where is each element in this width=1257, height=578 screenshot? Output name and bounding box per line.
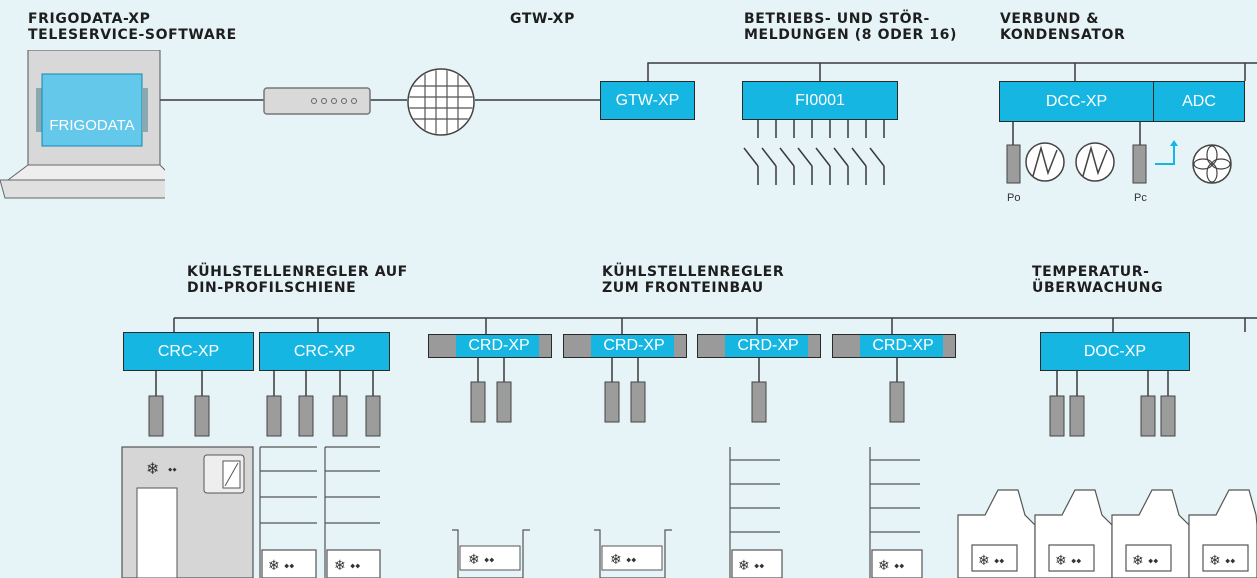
heading-compound-line1: VERBUND &	[1000, 11, 1100, 27]
cold-room-icon: ❄ ⬩⬩	[121, 446, 254, 578]
heading-front-mount-line2: ZUM FRONTEINBAU	[602, 280, 764, 296]
doc-xp-device: DOC-XP	[1040, 332, 1190, 371]
chest-freezer-icon: ❄ ⬩⬩	[452, 529, 530, 578]
display-case-icon	[1034, 489, 1113, 578]
monitor-screen-label: FRIGODATA	[49, 117, 135, 134]
crd-xp-label: CRD-XP	[872, 337, 934, 354]
heading-front-mount: KÜHLSTELLENREGLER ZUM FRONTEINBAU	[602, 264, 784, 296]
sensor-icon	[365, 395, 381, 437]
arrow-icon	[1155, 140, 1178, 165]
shelving-display-icon	[869, 447, 923, 578]
svg-text:❄: ❄	[146, 459, 159, 478]
display-case-icon	[1111, 489, 1190, 578]
crd-xp-device-4: CRD-XP	[832, 334, 956, 358]
display-case-icon	[1188, 489, 1257, 578]
heading-temperature-line1: TEMPERATUR-	[1032, 264, 1150, 280]
heading-temperature-line2: ÜBERWACHUNG	[1032, 280, 1164, 296]
heading-gateway-line1: GTW-XP	[510, 11, 575, 27]
chest-freezer-icon: ❄ ⬩⬩	[594, 529, 672, 578]
fi0001-label: FI0001	[795, 91, 845, 109]
po-label: Po	[1007, 192, 1021, 204]
crd-xp-label: CRD-XP	[737, 337, 799, 354]
crd-xp-device-1: CRD-XP	[428, 334, 552, 358]
crc-xp-device-1: CRC-XP	[123, 332, 254, 371]
heading-temperature: TEMPERATUR- ÜBERWACHUNG	[1032, 264, 1163, 296]
shelving-display-icon	[324, 446, 381, 578]
crd-xp-device-2: CRD-XP	[563, 334, 687, 358]
svg-text:❄ ⬩⬩: ❄ ⬩⬩	[268, 558, 294, 574]
heading-compound-line2: KONDENSATOR	[1000, 27, 1126, 43]
dcc-xp-label: DCC-XP	[1045, 92, 1108, 110]
sensor-icon	[1069, 395, 1085, 437]
adc-device: ADC	[1153, 81, 1245, 122]
sensor-icon	[604, 381, 620, 423]
svg-text:❄ ⬩⬩: ❄ ⬩⬩	[738, 558, 764, 574]
sensor-icon	[496, 381, 512, 423]
compressor-condenser-group	[1006, 140, 1232, 184]
svg-text:❄ ⬩⬩: ❄ ⬩⬩	[1055, 553, 1081, 569]
compressor-icon	[1025, 142, 1065, 182]
crc-xp-device-2: CRC-XP	[259, 332, 390, 371]
doc-xp-label: DOC-XP	[1083, 342, 1147, 360]
sensor-icon	[266, 395, 282, 437]
shelving-display-icon	[259, 446, 317, 578]
sensor-icon	[332, 395, 348, 437]
sensor-icon	[470, 381, 486, 423]
sensor-icon	[1160, 395, 1176, 437]
sensor-icon	[1140, 395, 1156, 437]
heading-din-rail-line1: KÜHLSTELLENREGLER AUF	[187, 264, 408, 280]
condenser-fan-icon	[1192, 144, 1232, 184]
svg-text:❄ ⬩⬩: ❄ ⬩⬩	[1209, 553, 1235, 569]
heading-software: FRIGODATA-XP TELESERVICE-SOFTWARE	[28, 11, 237, 43]
heading-din-rail: KÜHLSTELLENREGLER AUF DIN-PROFILSCHIENE	[187, 264, 408, 296]
heading-din-rail-line2: DIN-PROFILSCHIENE	[187, 280, 357, 296]
svg-text:❄ ⬩⬩: ❄ ⬩⬩	[334, 558, 360, 574]
sensor-icon	[194, 395, 210, 437]
sensor-icon	[630, 381, 646, 423]
svg-text:❄ ⬩⬩: ❄ ⬩⬩	[610, 552, 636, 568]
fi0001-device: FI0001	[742, 81, 898, 120]
heading-front-mount-line1: KÜHLSTELLENREGLER	[602, 264, 785, 280]
sensor-icon	[889, 381, 905, 423]
shelving-display-icon	[729, 447, 783, 578]
crc-xp-label: CRC-XP	[293, 342, 356, 360]
svg-text:❄ ⬩⬩: ❄ ⬩⬩	[978, 553, 1004, 569]
sensor-icon	[298, 395, 314, 437]
modem-icon	[263, 87, 371, 115]
heading-alarms: BETRIEBS- UND STÖR- MELDUNGEN (8 ODER 16…	[744, 11, 957, 43]
crd-xp-device-3: CRD-XP	[697, 334, 821, 358]
sensor-icon	[148, 395, 164, 437]
svg-text:❄ ⬩⬩: ❄ ⬩⬩	[468, 552, 494, 568]
dcc-xp-device: DCC-XP	[999, 81, 1154, 122]
heading-compound: VERBUND & KONDENSATOR	[1000, 11, 1125, 43]
compressor-icon	[1075, 142, 1115, 182]
adc-label: ADC	[1182, 92, 1216, 110]
heading-software-line1: FRIGODATA-XP	[28, 11, 151, 27]
gtw-xp-label: GTW-XP	[615, 91, 680, 109]
heading-alarms-line1: BETRIEBS- UND STÖR-	[744, 11, 930, 27]
sensor-icon	[751, 381, 767, 423]
pc-label: Pc	[1134, 192, 1147, 204]
sensor-icon	[1049, 395, 1065, 437]
svg-text:❄ ⬩⬩: ❄ ⬩⬩	[878, 558, 904, 574]
gtw-xp-device: GTW-XP	[600, 81, 695, 120]
computer-monitor-icon	[0, 50, 165, 199]
crd-xp-label: CRD-XP	[603, 337, 665, 354]
network-globe-icon	[407, 68, 475, 136]
heading-alarms-line2: MELDUNGEN (8 ODER 16)	[744, 27, 958, 43]
heading-software-line2: TELESERVICE-SOFTWARE	[28, 27, 237, 43]
svg-text:⬩⬩: ⬩⬩	[168, 462, 177, 476]
svg-text:❄ ⬩⬩: ❄ ⬩⬩	[1132, 553, 1158, 569]
heading-gateway: GTW-XP	[510, 11, 575, 27]
crd-xp-label: CRD-XP	[468, 337, 530, 354]
display-case-icon	[957, 489, 1036, 578]
crc-xp-label: CRC-XP	[157, 342, 220, 360]
